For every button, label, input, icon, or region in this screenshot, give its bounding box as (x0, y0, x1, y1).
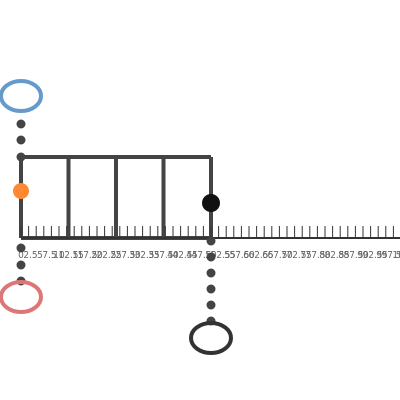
ruler-tick-label: 82.5 (324, 250, 344, 261)
ruler-tick-label: 60 (243, 250, 255, 261)
ruler-tick-label: 57.5 (229, 250, 249, 261)
dark-loop-icon (189, 321, 233, 355)
ruler-tick-label: 65 (262, 250, 273, 261)
ruler-tick-label: 72.5 (286, 250, 306, 261)
ruler-tick-label: 100 (392, 250, 400, 261)
ruler-tick-label: 80 (319, 250, 331, 261)
ruler-tick-label: 10 (53, 250, 65, 261)
connector-dot (206, 284, 216, 294)
connector-dot (16, 119, 26, 129)
points (13, 183, 220, 212)
ruler-tick-label: 15 (72, 250, 83, 261)
ruler-tick-label: 0 (18, 250, 24, 261)
ruler-tick-label: 12.5 (58, 250, 78, 261)
ruler-tick-label: 30 (129, 250, 141, 261)
connector-dot (206, 268, 216, 278)
connector-dot (16, 152, 26, 162)
ruler-tick-label: 55 (224, 250, 235, 261)
ruler-tick-label: 75 (300, 250, 311, 261)
ruler-tick-label: 87.5 (343, 250, 363, 261)
blue-loop-icon (0, 79, 43, 113)
ruler-tick-label: 7.5 (42, 250, 56, 261)
ruler-tick-label: 77.5 (305, 250, 325, 261)
ruler-tick-label: 20 (91, 250, 103, 261)
connector-dot (16, 135, 26, 145)
ruler-tick-label: 40 (167, 250, 179, 261)
dotted-connectors (16, 119, 216, 326)
ruler-tick-label: 17.5 (77, 250, 97, 261)
loop-markers (0, 79, 233, 355)
ruler-tick-label: 35 (148, 250, 159, 261)
ruler-tick-label: 67.5 (267, 250, 287, 261)
ruler-tick-label: 85 (338, 250, 349, 261)
ruler-tick-label: 90 (357, 250, 369, 261)
red-loop-icon (0, 280, 43, 314)
ruler-tick-label: 27.5 (115, 250, 135, 261)
ruler-tick-label: 70 (281, 250, 293, 261)
connector-dot (16, 260, 26, 270)
ruler-tick-label: 52.5 (210, 250, 230, 261)
orange-point (13, 183, 29, 199)
black-point (202, 194, 220, 212)
ruler-tick-label: 92.5 (362, 250, 382, 261)
ruler-tick-label: 97.5 (381, 250, 400, 261)
ruler-tick-label: 5 (37, 250, 43, 261)
connector-dot (206, 252, 216, 262)
ruler-tick-label: 25 (110, 250, 121, 261)
ruler-tick-label: 47.5 (191, 250, 211, 261)
ruler-tick-label: 45 (186, 250, 197, 261)
ruler-tick-label: 95 (376, 250, 387, 261)
ruler-tick-label: 32.5 (134, 250, 154, 261)
ruler-tick-label: 2.5 (23, 250, 37, 261)
rectangle-frame (19, 155, 213, 240)
ruler-tick-label: 37.5 (153, 250, 173, 261)
connector-dot (206, 300, 216, 310)
connector-dot (206, 236, 216, 246)
connector-dot (16, 243, 26, 253)
ruler-tick-label: 42.5 (172, 250, 192, 261)
ruler-tick-label: 62.5 (248, 250, 268, 261)
ruler-ticks (20, 226, 394, 238)
ruler-tick-label: 22.5 (96, 250, 116, 261)
